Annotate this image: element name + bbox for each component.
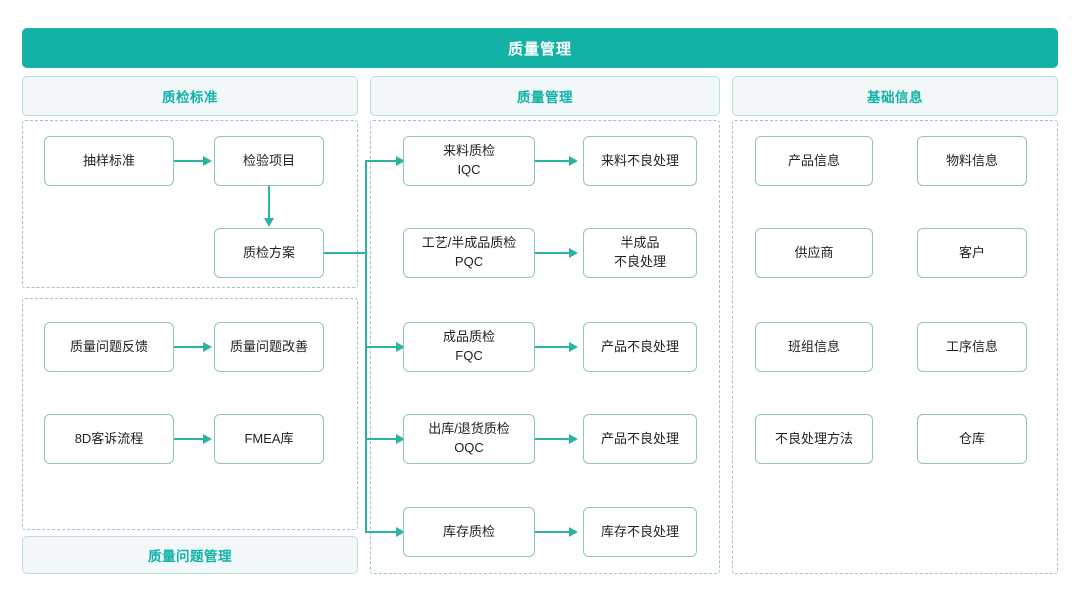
group-frame-quality-issues <box>22 298 358 530</box>
arrowhead-pqc-to-defect <box>569 248 578 258</box>
arrowhead-stock-to-defect <box>569 527 578 537</box>
node-outbound-return-inspection-oqc[interactable]: 出库/退货质检 OQC <box>403 414 535 464</box>
node-incoming-inspection-iqc[interactable]: 来料质检 IQC <box>403 136 535 186</box>
node-8d-complaint-process[interactable]: 8D客诉流程 <box>44 414 174 464</box>
connector-8d-to-fmea <box>174 438 205 440</box>
node-stock-inspection[interactable]: 库存质检 <box>403 507 535 557</box>
connector-fqc-to-defect <box>535 346 571 348</box>
column-right-header-wrap: 基础信息 <box>732 76 1058 116</box>
group-frame-standards <box>22 120 358 288</box>
node-process-info[interactable]: 工序信息 <box>917 322 1027 372</box>
column-middle-header-wrap: 质量管理 <box>370 76 720 116</box>
node-inspection-items[interactable]: 检验项目 <box>214 136 324 186</box>
node-inspection-plan[interactable]: 质检方案 <box>214 228 324 278</box>
connector-pqc-to-defect <box>535 252 571 254</box>
arrowhead-feedback-to-improvement <box>203 342 212 352</box>
banner-title: 质量管理 <box>507 40 572 58</box>
node-fmea-library[interactable]: FMEA库 <box>214 414 324 464</box>
section-header-basic-info[interactable]: 基础信息 <box>732 76 1058 116</box>
connector-trunk-to-stock-check <box>365 531 399 533</box>
section-header-quality-management[interactable]: 质量管理 <box>370 76 720 116</box>
connector-items-to-plan <box>268 186 270 219</box>
arrowhead-trunk-to-oqc <box>396 434 405 444</box>
node-quality-issue-feedback[interactable]: 质量问题反馈 <box>44 322 174 372</box>
node-team-info[interactable]: 班组信息 <box>755 322 873 372</box>
section-header-label: 质检标准 <box>162 90 218 105</box>
section-header-label: 质量管理 <box>517 90 573 105</box>
connector-trunk-to-fqc <box>365 346 399 348</box>
node-product-info[interactable]: 产品信息 <box>755 136 873 186</box>
connector-feedback-to-improvement <box>174 346 205 348</box>
node-product-defect-handling-oqc[interactable]: 产品不良处理 <box>583 414 697 464</box>
connector-sampling-to-items <box>174 160 205 162</box>
connector-oqc-to-defect <box>535 438 571 440</box>
arrowhead-8d-to-fmea <box>203 434 212 444</box>
connector-trunk-to-iqc <box>365 160 399 162</box>
node-final-inspection-fqc[interactable]: 成品质检 FQC <box>403 322 535 372</box>
section-footer-quality-issue-management[interactable]: 质量问题管理 <box>22 536 358 574</box>
node-supplier[interactable]: 供应商 <box>755 228 873 278</box>
connector-iqc-to-defect <box>535 160 571 162</box>
section-header-label: 基础信息 <box>867 90 923 105</box>
arrowhead-items-to-plan <box>264 218 274 227</box>
column-left-header-wrap: 质检标准 <box>22 76 358 116</box>
group-frame-basic-info <box>732 120 1058 574</box>
arrowhead-trunk-to-iqc <box>396 156 405 166</box>
connector-trunk-to-oqc <box>365 438 399 440</box>
arrowhead-trunk-to-stock-check <box>396 527 405 537</box>
node-quality-issue-improvement[interactable]: 质量问题改善 <box>214 322 324 372</box>
node-process-semi-inspection-pqc[interactable]: 工艺/半成品质检 PQC <box>403 228 535 278</box>
page-title-banner: 质量管理 <box>22 28 1058 68</box>
node-material-info[interactable]: 物料信息 <box>917 136 1027 186</box>
node-product-defect-handling-fqc[interactable]: 产品不良处理 <box>583 322 697 372</box>
arrowhead-oqc-to-defect <box>569 434 578 444</box>
arrowhead-sampling-to-items <box>203 156 212 166</box>
arrowhead-iqc-to-defect <box>569 156 578 166</box>
arrowhead-fqc-to-defect <box>569 342 578 352</box>
node-semi-defect-handling[interactable]: 半成品 不良处理 <box>583 228 697 278</box>
connector-plan-to-trunk <box>324 252 366 254</box>
node-incoming-defect-handling[interactable]: 来料不良处理 <box>583 136 697 186</box>
node-sampling-standard[interactable]: 抽样标准 <box>44 136 174 186</box>
connector-stock-to-defect <box>535 531 571 533</box>
arrowhead-trunk-to-fqc <box>396 342 405 352</box>
section-header-inspection-standards[interactable]: 质检标准 <box>22 76 358 116</box>
section-footer-label: 质量问题管理 <box>148 549 232 564</box>
node-defect-handling-method[interactable]: 不良处理方法 <box>755 414 873 464</box>
node-customer[interactable]: 客户 <box>917 228 1027 278</box>
node-stock-defect-handling[interactable]: 库存不良处理 <box>583 507 697 557</box>
node-warehouse[interactable]: 仓库 <box>917 414 1027 464</box>
